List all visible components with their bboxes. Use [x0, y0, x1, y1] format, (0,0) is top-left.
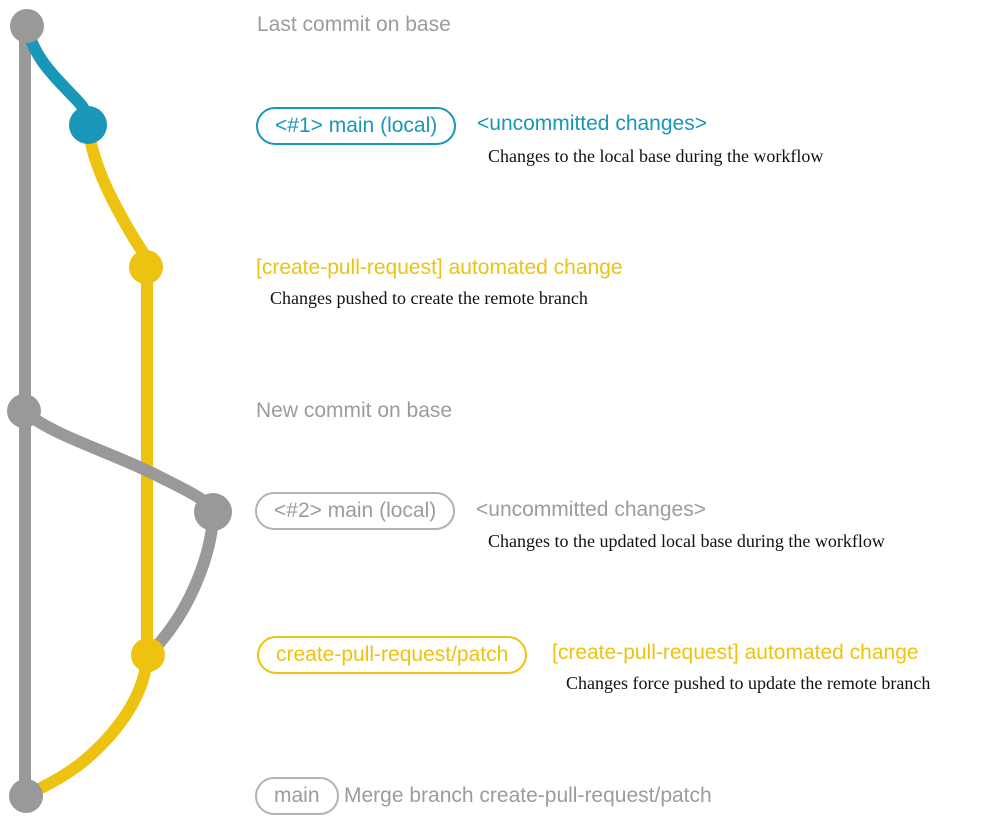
branch-chip-main-local-1: <#1> main (local): [256, 107, 457, 145]
automated-2-caption: Changes force pushed to update the remot…: [566, 673, 931, 693]
commit-node-merge: [9, 779, 43, 813]
commit-node-automated-1: [129, 250, 163, 284]
uncommitted-2-to-patch-curve: [150, 511, 219, 653]
uncommitted-2-caption: Changes to the updated local base during…: [488, 531, 885, 551]
branch-chip-main: main: [255, 777, 339, 815]
automated-1-heading: [create-pull-request] automated change: [256, 256, 623, 279]
commit-node-automated-2: [131, 638, 165, 672]
last-commit-label: Last commit on base: [257, 13, 451, 36]
new-base-to-uncommitted-2-curve: [20, 407, 219, 516]
uncommitted-1-heading: <uncommitted changes>: [477, 112, 707, 135]
branch-chip-create-pull-request-patch: create-pull-request/patch: [257, 636, 528, 674]
automated-1-caption: Changes pushed to create the remote bran…: [270, 288, 588, 308]
commit-node-uncommitted-2: [194, 493, 232, 531]
uncommitted-1-caption: Changes to the local base during the wor…: [488, 146, 824, 166]
merge-curve: [22, 652, 153, 800]
merge-commit-label: Merge branch create-pull-request/patch: [344, 784, 712, 807]
new-commit-label: New commit on base: [256, 399, 453, 422]
commit-graph: [7, 9, 232, 813]
commit-node-uncommitted-1: [69, 106, 107, 144]
commit-node-new-base: [7, 394, 41, 428]
automated-change-1-curve: [82, 121, 153, 272]
branch-chip-main-local-2: <#2> main (local): [255, 492, 456, 530]
commit-node-last-base: [10, 9, 44, 43]
automated-2-heading: [create-pull-request] automated change: [552, 641, 919, 664]
uncommitted-2-heading: <uncommitted changes>: [476, 498, 706, 521]
